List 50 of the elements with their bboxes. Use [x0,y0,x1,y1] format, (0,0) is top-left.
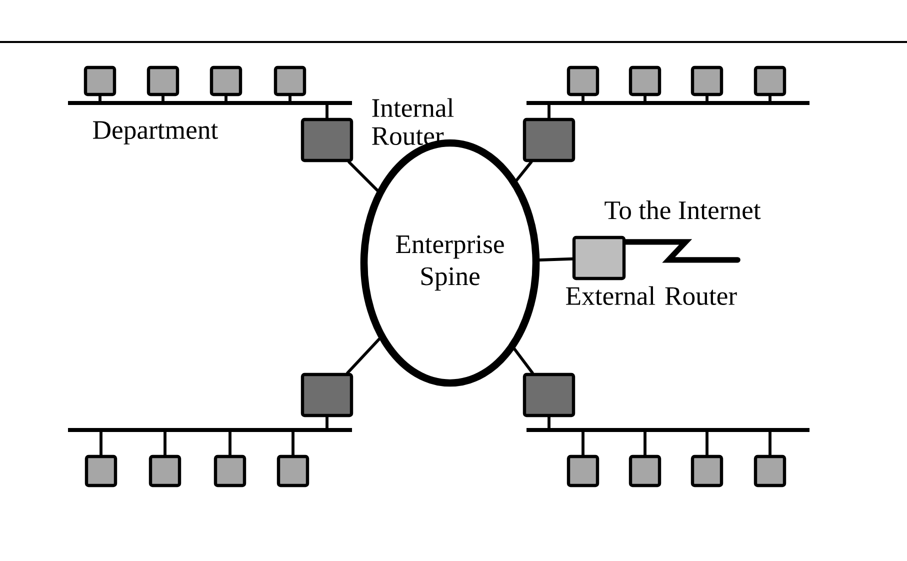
host-box [148,454,182,488]
connector-line [224,94,228,102]
connector-line [768,430,772,456]
connector-line [100,430,102,456]
host-box [84,454,118,488]
host-box [210,66,242,96]
host-box [628,66,662,96]
router-box [522,372,576,418]
connector-line [548,104,550,120]
host-box [628,454,662,488]
connector-line [164,430,166,456]
connector-line [768,94,772,102]
node-label: External Router [566,286,737,306]
host-box [566,66,600,96]
connector-line [326,104,328,120]
zigzag-line [622,239,740,263]
connector-line [515,160,533,182]
connector-line [348,160,379,192]
host-box [754,454,786,488]
host-box [276,454,310,488]
connector-line [346,337,381,374]
connector-line [706,430,708,456]
connector-line [326,416,328,430]
host-box [214,454,246,488]
connector-line [288,94,292,102]
router-box [300,118,354,162]
host-box [754,66,786,96]
connector-line [292,430,294,456]
connector-line [582,430,584,456]
edge-label: To the Internet [604,200,761,220]
host-box [84,66,116,96]
connector-line [228,430,232,456]
router-box [300,372,354,418]
connector-line [538,257,574,262]
connector-line [162,94,164,102]
host-box [146,66,180,96]
connector-line [98,94,102,102]
host-box [690,454,724,488]
node-label: Department [93,121,218,144]
connector-line [548,416,550,430]
connector-line [644,94,646,102]
router-box [522,118,576,162]
connector-line [513,348,534,374]
connector-line [644,430,646,456]
host-box [274,66,306,96]
connector-line [582,94,584,102]
host-box [566,454,600,488]
host-box [690,66,724,96]
router-box [572,236,626,280]
connector-line [706,94,708,102]
